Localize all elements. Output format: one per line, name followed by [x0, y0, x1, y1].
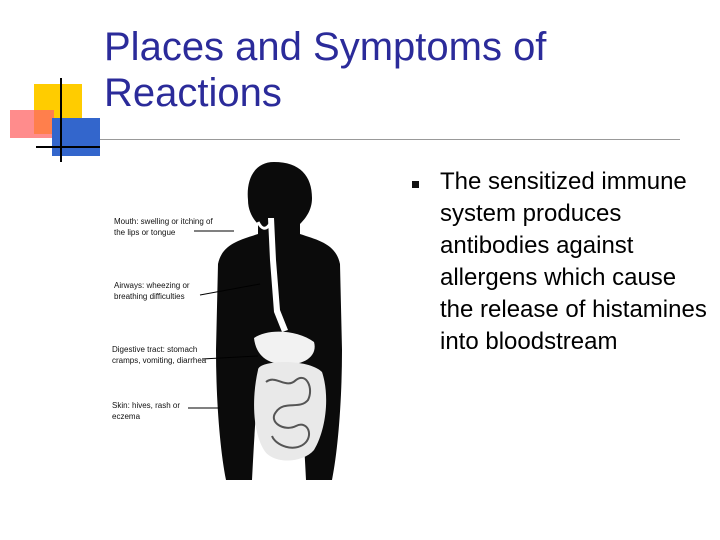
label-airways: Airways: wheezing or breathing difficult… [114, 281, 190, 301]
decorative-red-square [10, 110, 54, 138]
square-bullet-icon [412, 181, 419, 188]
airway-shape [268, 218, 288, 332]
label-digestive-tract: Digestive tract: stomach cramps, vomitin… [112, 345, 207, 365]
bullet-text: The sensitized immune system produces an… [440, 168, 707, 355]
title-underline [100, 139, 680, 140]
human-body-icon [188, 162, 342, 480]
decorative-vertical-line [60, 78, 62, 162]
decorative-short-line [36, 146, 100, 148]
label-skin: Skin: hives, rash or eczema [112, 401, 181, 421]
stomach-shape [254, 331, 315, 365]
label-mouth: Mouth: swelling or itching of the lips o… [114, 217, 213, 237]
body-diagram: Mouth: swelling or itching of the lips o… [108, 160, 408, 490]
bullet-list: The sensitized immune system produces an… [408, 166, 708, 358]
slide-title: Places and Symptoms of Reactions [104, 25, 547, 115]
bullet-item: The sensitized immune system produces an… [408, 166, 708, 358]
intestine-shape [254, 362, 327, 461]
